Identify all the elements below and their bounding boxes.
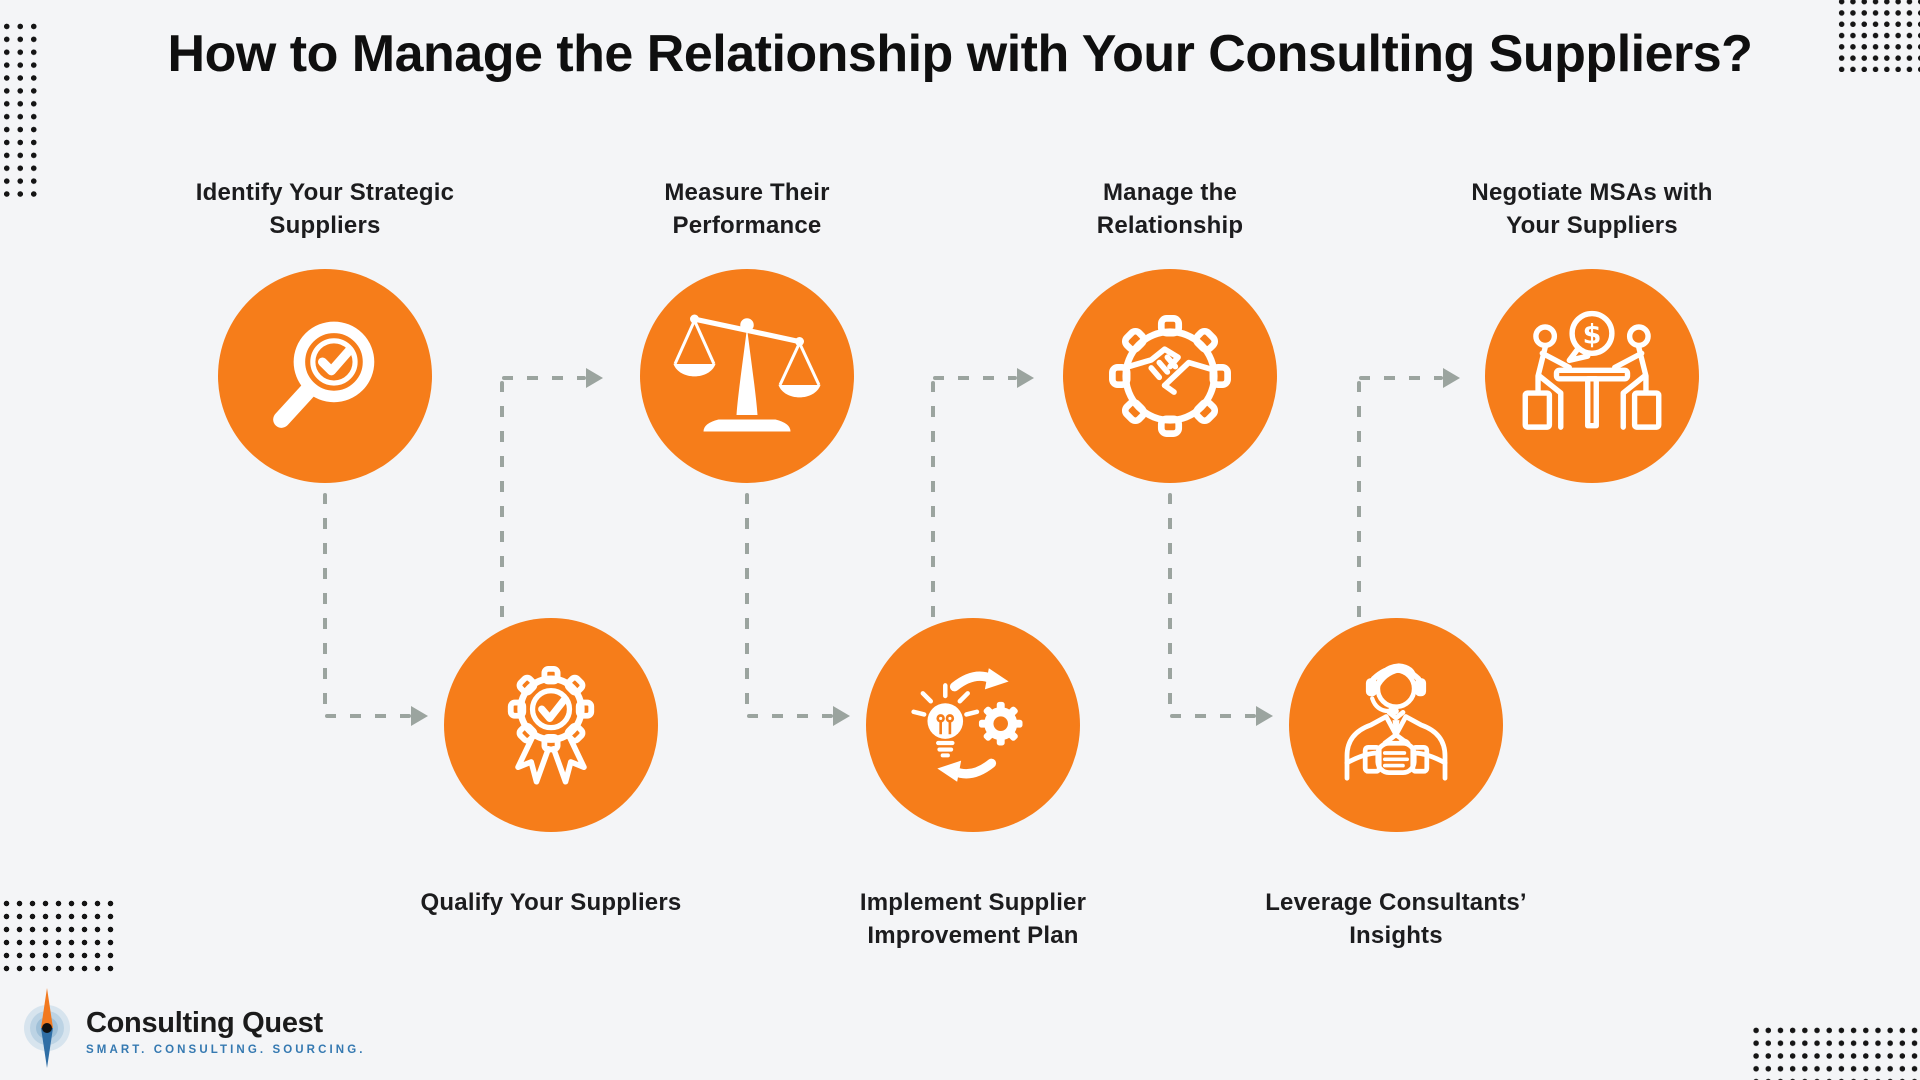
arrow-right-icon <box>1256 706 1273 726</box>
step-label-measure: Measure Their Performance <box>664 179 830 239</box>
negotiation-table-icon: $ <box>1522 310 1662 430</box>
balance-scale-icon <box>673 314 821 432</box>
connector-line <box>747 714 833 718</box>
connector-line <box>1359 376 1443 380</box>
step-circle-measure <box>640 269 854 483</box>
arrow-right-icon <box>411 706 428 726</box>
brand-logo: Consulting Quest SMART. CONSULTING. SOUR… <box>22 986 366 1070</box>
step-circle-leverage <box>1289 618 1503 832</box>
brand-text: Consulting Quest SMART. CONSULTING. SOUR… <box>86 1001 366 1056</box>
step-circle-negotiate: $ <box>1485 269 1699 483</box>
dot-grid-bottom-left <box>0 897 118 977</box>
arrow-right-icon <box>586 368 603 388</box>
connector-line <box>502 376 586 380</box>
step-circle-implement <box>866 618 1080 832</box>
arrow-right-icon <box>833 706 850 726</box>
arrow-right-icon <box>1017 368 1034 388</box>
magnifier-check-icon <box>273 321 375 428</box>
connector-line <box>745 493 749 708</box>
dot-grid-top-left <box>0 20 42 202</box>
arrow-right-icon <box>1443 368 1460 388</box>
connector-line <box>933 376 1017 380</box>
step-label-manage: Manage the Relationship <box>1096 179 1244 239</box>
step-circle-identify <box>218 269 432 483</box>
connector-line <box>323 493 327 708</box>
gear-ribbon-check-icon <box>507 665 595 785</box>
brand-name: Consulting Quest <box>86 1006 323 1039</box>
step-label-implement: Implement Supplier Improvement Plan <box>859 889 1087 949</box>
step-label-leverage: Leverage Consultants’ Insights <box>1265 889 1527 949</box>
page-title: How to Manage the Relationship with Your… <box>167 25 1753 83</box>
step-label-identify: Identify Your Strategic Suppliers <box>195 179 455 239</box>
dot-grid-bottom-right <box>1750 1024 1920 1080</box>
brand-tagline: SMART. CONSULTING. SOURCING. <box>86 1043 366 1056</box>
step-circle-manage <box>1063 269 1277 483</box>
connector-line <box>500 381 504 631</box>
consultant-headset-icon <box>1344 663 1448 781</box>
compass-icon <box>24 988 70 1068</box>
connector-line <box>325 714 411 718</box>
connector-line <box>1168 493 1172 708</box>
step-label-qualify: Qualify Your Suppliers <box>420 889 682 916</box>
connector-line <box>1170 714 1256 718</box>
connector-line <box>1357 381 1361 631</box>
step-label-negotiate: Negotiate MSAs with Your Suppliers <box>1471 179 1713 239</box>
connector-line <box>931 381 935 631</box>
step-circle-qualify <box>444 618 658 832</box>
dot-grid-top-right <box>1836 0 1920 72</box>
bulb-gear-cycle-icon <box>911 668 1023 782</box>
handshake-gear-icon <box>1109 315 1231 437</box>
dollar-sign: $ <box>1583 319 1602 350</box>
